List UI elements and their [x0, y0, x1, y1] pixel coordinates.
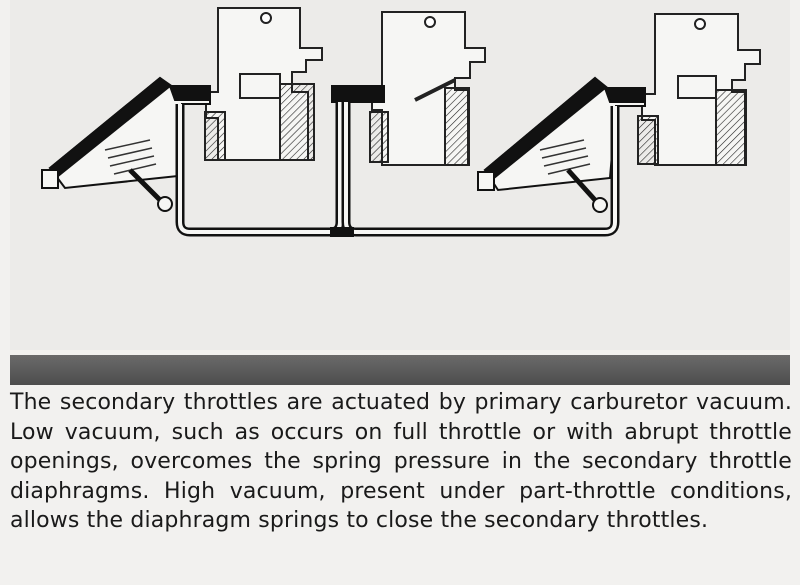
vacuum-lines	[175, 102, 620, 237]
middle-vacuum-port	[331, 85, 385, 103]
diaphragm-housing-right	[477, 76, 646, 213]
diagram-drawing	[41, 7, 761, 237]
carburetor-body-left	[204, 7, 323, 161]
carburetor-body-right	[637, 13, 761, 166]
diaphragm-housing-left	[41, 76, 211, 212]
carburetor-body-middle	[369, 11, 486, 166]
caption-text: The secondary throttles are actuated by …	[10, 390, 792, 533]
separator-bar	[10, 355, 790, 385]
carburetor-vacuum-diagram	[10, 0, 790, 350]
